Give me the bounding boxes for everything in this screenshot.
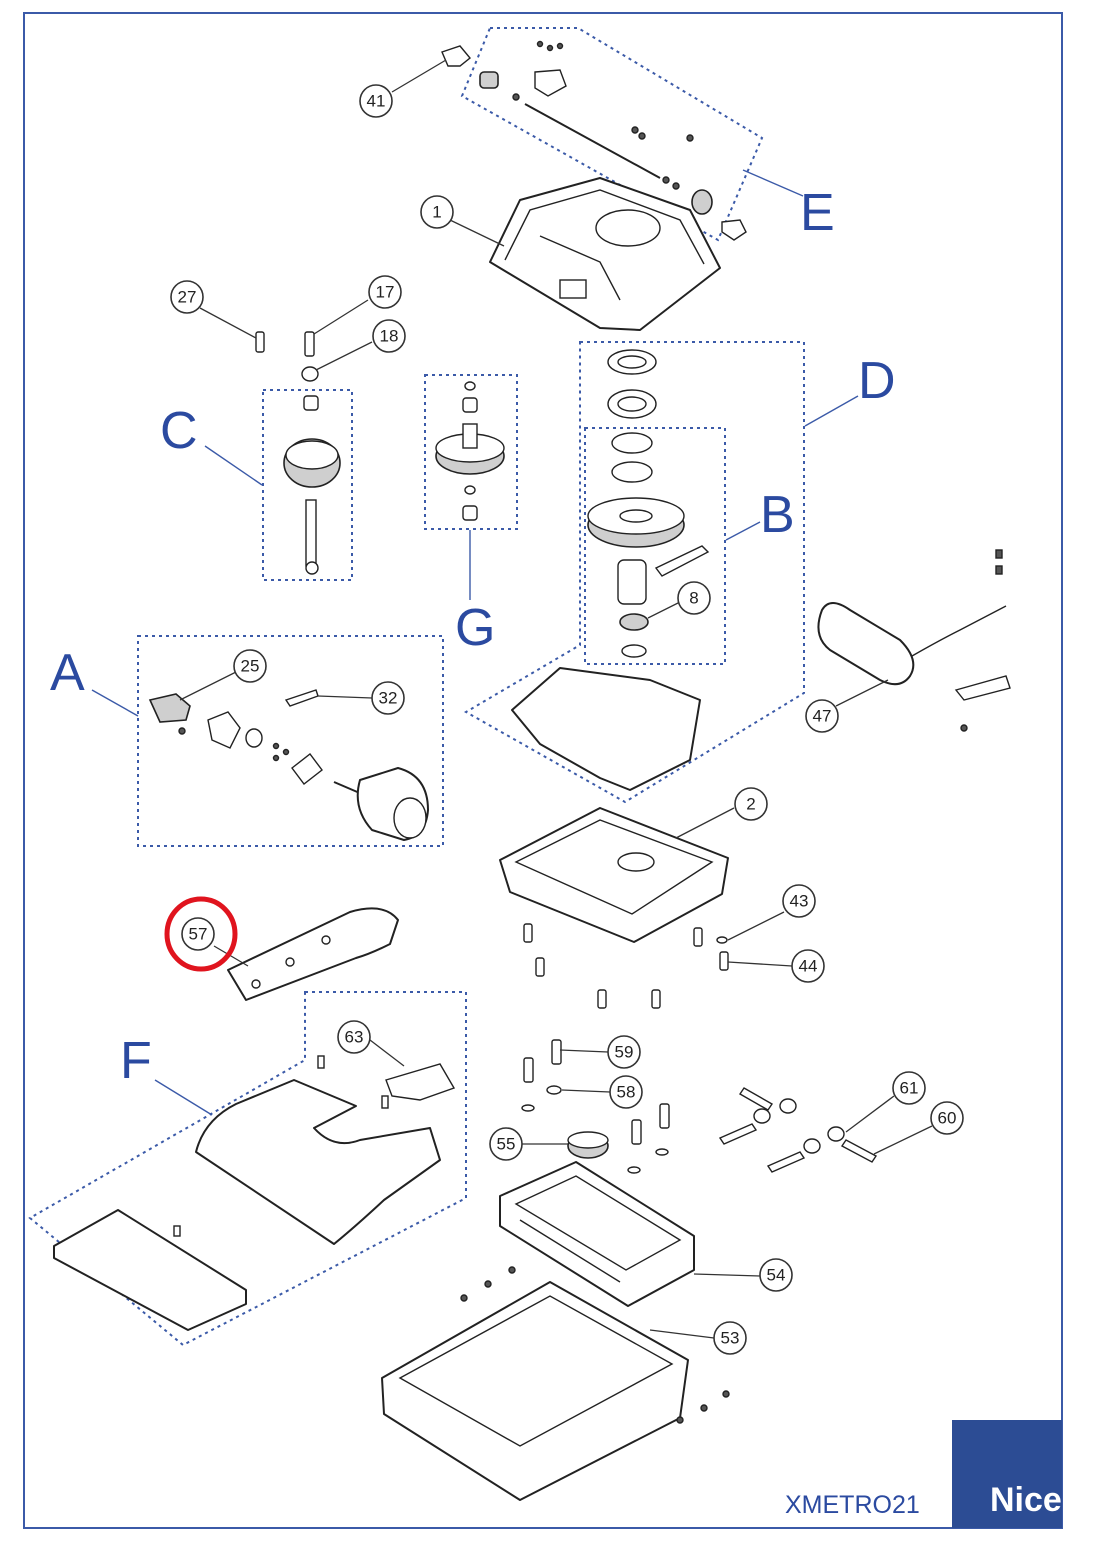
svg-text:27: 27	[178, 288, 197, 307]
part-pins-rollers	[718, 1087, 878, 1173]
callout-27: 27	[170, 280, 204, 314]
callout-54: 54	[759, 1258, 793, 1292]
callout-58: 58	[609, 1075, 643, 1109]
part-gear-g	[435, 381, 505, 521]
callout-2: 2	[734, 787, 768, 821]
group-letter-a: A	[50, 644, 85, 702]
group-box-c	[262, 389, 353, 581]
group-letter-g: G	[455, 599, 495, 657]
svg-text:18: 18	[380, 327, 399, 346]
callout-55: 55	[489, 1127, 523, 1161]
callout-43: 43	[782, 884, 816, 918]
svg-text:55: 55	[497, 1135, 516, 1154]
svg-text:1: 1	[432, 203, 441, 222]
svg-text:61: 61	[900, 1079, 919, 1098]
part-small-screws	[255, 331, 319, 382]
callout-25: 25	[233, 649, 267, 683]
group-box-e	[460, 27, 764, 242]
svg-text:44: 44	[799, 957, 818, 976]
svg-text:8: 8	[689, 589, 698, 608]
svg-text:60: 60	[938, 1109, 957, 1128]
part-screws-washers	[521, 1039, 670, 1174]
svg-text:63: 63	[345, 1028, 364, 1047]
group-box-d	[463, 341, 805, 804]
group-box-a	[137, 635, 444, 847]
part-output-gear-assembly	[587, 349, 710, 658]
svg-text:17: 17	[376, 283, 395, 302]
callout-57: 57	[181, 917, 215, 951]
svg-text:57: 57	[189, 925, 208, 944]
part-base-plate	[499, 807, 729, 943]
callout-63: 63	[337, 1020, 371, 1054]
callout-8: 8	[677, 581, 711, 615]
callout-53: 53	[713, 1321, 747, 1355]
svg-text:43: 43	[790, 892, 809, 911]
group-letter-c: C	[160, 402, 198, 460]
group-box-b	[584, 427, 726, 665]
svg-text:41: 41	[367, 92, 386, 111]
part-cable	[817, 549, 1011, 732]
group-letter-b: B	[760, 486, 795, 544]
group-box-g	[424, 374, 518, 530]
callout-44: 44	[791, 949, 825, 983]
part-release-assembly-e	[441, 40, 747, 241]
callout-61: 61	[892, 1071, 926, 1105]
svg-text:54: 54	[767, 1266, 786, 1285]
callout-32: 32	[371, 681, 405, 715]
highlight-circle-57	[164, 896, 238, 972]
callout-17: 17	[368, 275, 402, 309]
part-motor-assembly-a	[148, 689, 429, 841]
group-letter-e: E	[800, 184, 835, 242]
svg-text:53: 53	[721, 1329, 740, 1348]
svg-text:47: 47	[813, 707, 832, 726]
svg-text:25: 25	[241, 657, 260, 676]
group-letter-f: F	[120, 1032, 152, 1090]
model-code: XMETRO21	[785, 1491, 920, 1519]
part-top-housing	[489, 177, 721, 331]
callout-1: 1	[420, 195, 454, 229]
brand-logo-box	[952, 1420, 1062, 1528]
part-bracket	[227, 907, 399, 1001]
callout-47: 47	[805, 699, 839, 733]
brand-logo: Nice	[990, 1481, 1062, 1519]
svg-text:59: 59	[615, 1043, 634, 1062]
svg-text:2: 2	[746, 795, 755, 814]
callout-59: 59	[607, 1035, 641, 1069]
group-letter-d: D	[858, 352, 896, 410]
callout-41: 41	[359, 84, 393, 118]
part-gear-c	[283, 395, 341, 575]
callout-60: 60	[930, 1101, 964, 1135]
svg-text:32: 32	[379, 689, 398, 708]
part-control-frame	[499, 1161, 695, 1307]
diagram-frame	[23, 12, 1063, 1529]
part-cover-f	[53, 1055, 456, 1331]
part-base-screws	[523, 923, 729, 1009]
part-base-box	[381, 1266, 730, 1501]
part-gasket	[511, 667, 701, 791]
callout-18: 18	[372, 319, 406, 353]
svg-text:58: 58	[617, 1083, 636, 1102]
group-box-f	[28, 991, 467, 1347]
